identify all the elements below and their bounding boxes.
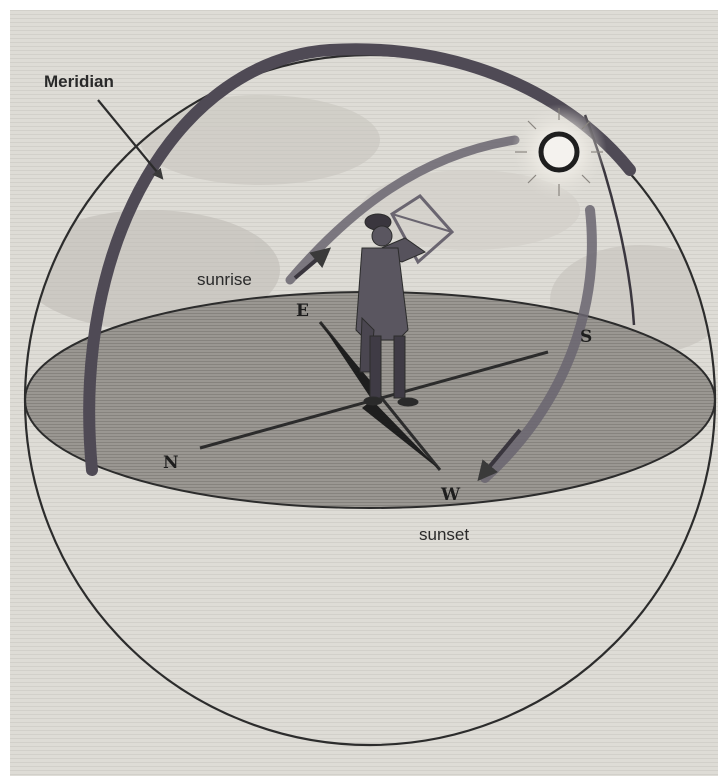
meridian-label: Meridian [44,72,114,91]
east-label: E [296,301,309,321]
sunrise-label: sunrise [197,270,252,289]
sun-icon [511,104,607,200]
left-border [0,0,10,776]
south-label: S [580,327,592,347]
north-label: N [163,453,179,473]
west-label: W [440,485,461,505]
top-border [0,0,718,10]
sunset-label: sunset [419,525,469,544]
